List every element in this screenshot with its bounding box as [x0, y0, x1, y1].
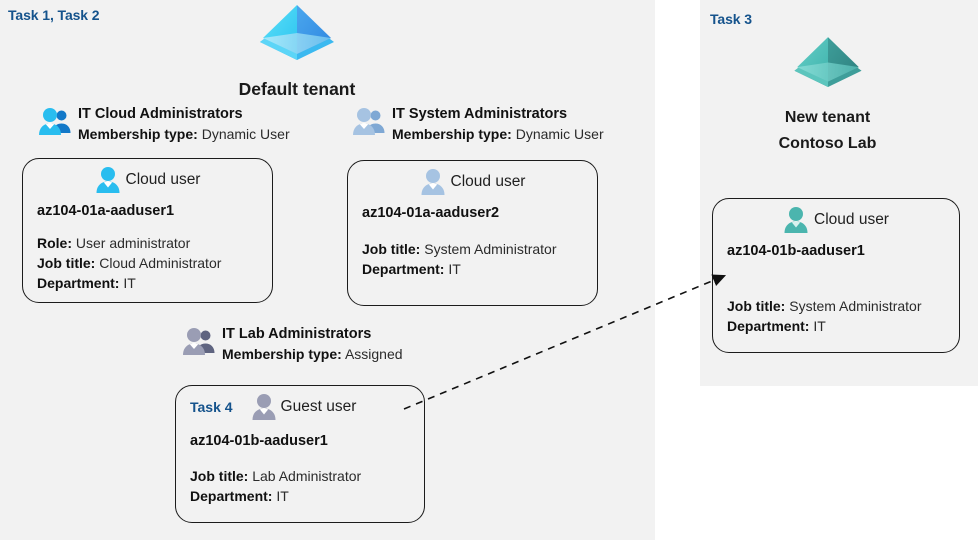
default-tenant-name: Default tenant: [238, 79, 356, 99]
attr-label: Job title:: [37, 254, 96, 271]
user-card-guest-aaduser1: Task 4 Guest user az104-01b-aaduser1 Job…: [175, 385, 425, 523]
user-icon-lightblue: [421, 169, 445, 195]
group-membership-type: Membership type: Assigned: [222, 345, 403, 365]
user-name: az104-01b-aaduser1: [190, 433, 328, 449]
new-tenant-name-line1: New tenant: [784, 109, 871, 126]
new-tenant-block: New tenant Contoso Lab: [745, 33, 910, 154]
group-name: IT Cloud Administrators: [78, 106, 243, 122]
attr-value: User administrator: [75, 235, 191, 251]
attr-label: Department:: [362, 260, 445, 277]
attr-department: Department: IT: [37, 274, 272, 294]
user-type-label: Cloud user: [125, 171, 201, 188]
user-card-aaduser1: Cloud user az104-01a-aaduser1 Role: User…: [22, 158, 273, 303]
membership-type-value: Dynamic User: [515, 125, 604, 142]
membership-type-value: Dynamic User: [201, 125, 290, 142]
task-label-1-2: Task 1, Task 2: [8, 7, 100, 23]
attr-label: Department:: [190, 487, 273, 504]
user-icon-teal: [784, 207, 808, 233]
user-type-label: Guest user: [280, 398, 357, 415]
default-tenant-block: Default tenant: [217, 2, 377, 102]
group-it-lab-administrators: IT Lab Administrators Membership type: A…: [182, 324, 403, 364]
user-attributes: Job title: Lab Administrator Department:…: [190, 467, 424, 507]
group-people-icon-lightblue: [353, 108, 385, 135]
attr-department: Department: IT: [362, 260, 597, 280]
user-icon-cyan: [96, 167, 120, 193]
group-it-system-administrators: IT System Administrators Membership type…: [352, 104, 604, 144]
task-label-3: Task 3: [710, 11, 752, 27]
attr-label: Job title:: [190, 468, 249, 484]
attr-job-title: Job title: System Administrator: [727, 297, 959, 317]
user-name: az104-01b-aaduser1: [727, 243, 865, 259]
attr-job-title: Job title: Cloud Administrator: [37, 254, 272, 274]
attr-value: Cloud Administrator: [99, 254, 222, 271]
attr-label: Department:: [37, 274, 120, 291]
attr-label: Job title:: [362, 241, 421, 257]
user-name: az104-01a-aaduser2: [362, 205, 500, 221]
card-header: Cloud user: [23, 159, 272, 194]
user-attributes: Role: User administrator Job title: Clou…: [37, 234, 272, 294]
group-people-icon-gray: [183, 328, 215, 355]
azure-tenant-icon-teal: [793, 37, 862, 88]
attr-label: Job title:: [727, 298, 786, 314]
user-card-aaduser2: Cloud user az104-01a-aaduser2 Job title:…: [347, 160, 598, 306]
membership-type-label: Membership type:: [222, 345, 342, 362]
user-type-label: Cloud user: [814, 211, 889, 228]
card-header: Cloud user: [348, 161, 597, 196]
attr-job-title: Job title: Lab Administrator: [190, 467, 424, 487]
group-name: IT Lab Administrators: [222, 326, 372, 342]
group-people-icon-blue: [39, 108, 71, 135]
membership-type-label: Membership type:: [78, 125, 198, 142]
user-icon-gray: [252, 394, 276, 420]
group-it-cloud-administrators: IT Cloud Administrators Membership type:…: [38, 104, 290, 144]
group-membership-type: Membership type: Dynamic User: [392, 125, 604, 145]
group-membership-type: Membership type: Dynamic User: [78, 125, 290, 145]
attr-label: Role:: [37, 235, 72, 251]
membership-type-value: Assigned: [344, 345, 403, 362]
user-attributes: Job title: System Administrator Departme…: [727, 297, 959, 337]
card-header: Task 4 Guest user: [176, 386, 424, 421]
attr-value: IT: [276, 487, 289, 504]
attr-role: Role: User administrator: [37, 234, 272, 254]
attr-label: Department:: [727, 317, 810, 334]
attr-value: System Administrator: [424, 241, 557, 257]
user-card-new-tenant-aaduser1: Cloud user az104-01b-aaduser1 Job title:…: [712, 198, 960, 353]
user-name: az104-01a-aaduser1: [37, 203, 175, 219]
user-type-label: Cloud user: [450, 173, 526, 190]
attr-value: Lab Administrator: [252, 468, 362, 484]
azure-tenant-icon-blue: [260, 5, 334, 60]
attr-value: System Administrator: [789, 298, 922, 314]
new-tenant-name-line2: Contoso Lab: [778, 134, 877, 152]
attr-job-title: Job title: System Administrator: [362, 240, 597, 260]
group-name: IT System Administrators: [392, 106, 568, 122]
attr-department: Department: IT: [727, 317, 959, 337]
card-header: Cloud user: [713, 199, 959, 234]
attr-department: Department: IT: [190, 487, 424, 507]
attr-value: IT: [813, 317, 826, 334]
membership-type-label: Membership type:: [392, 125, 512, 142]
attr-value: IT: [123, 274, 136, 291]
task-label-4: Task 4: [190, 399, 233, 415]
user-attributes: Job title: System Administrator Departme…: [362, 240, 597, 280]
attr-value: IT: [448, 260, 461, 277]
